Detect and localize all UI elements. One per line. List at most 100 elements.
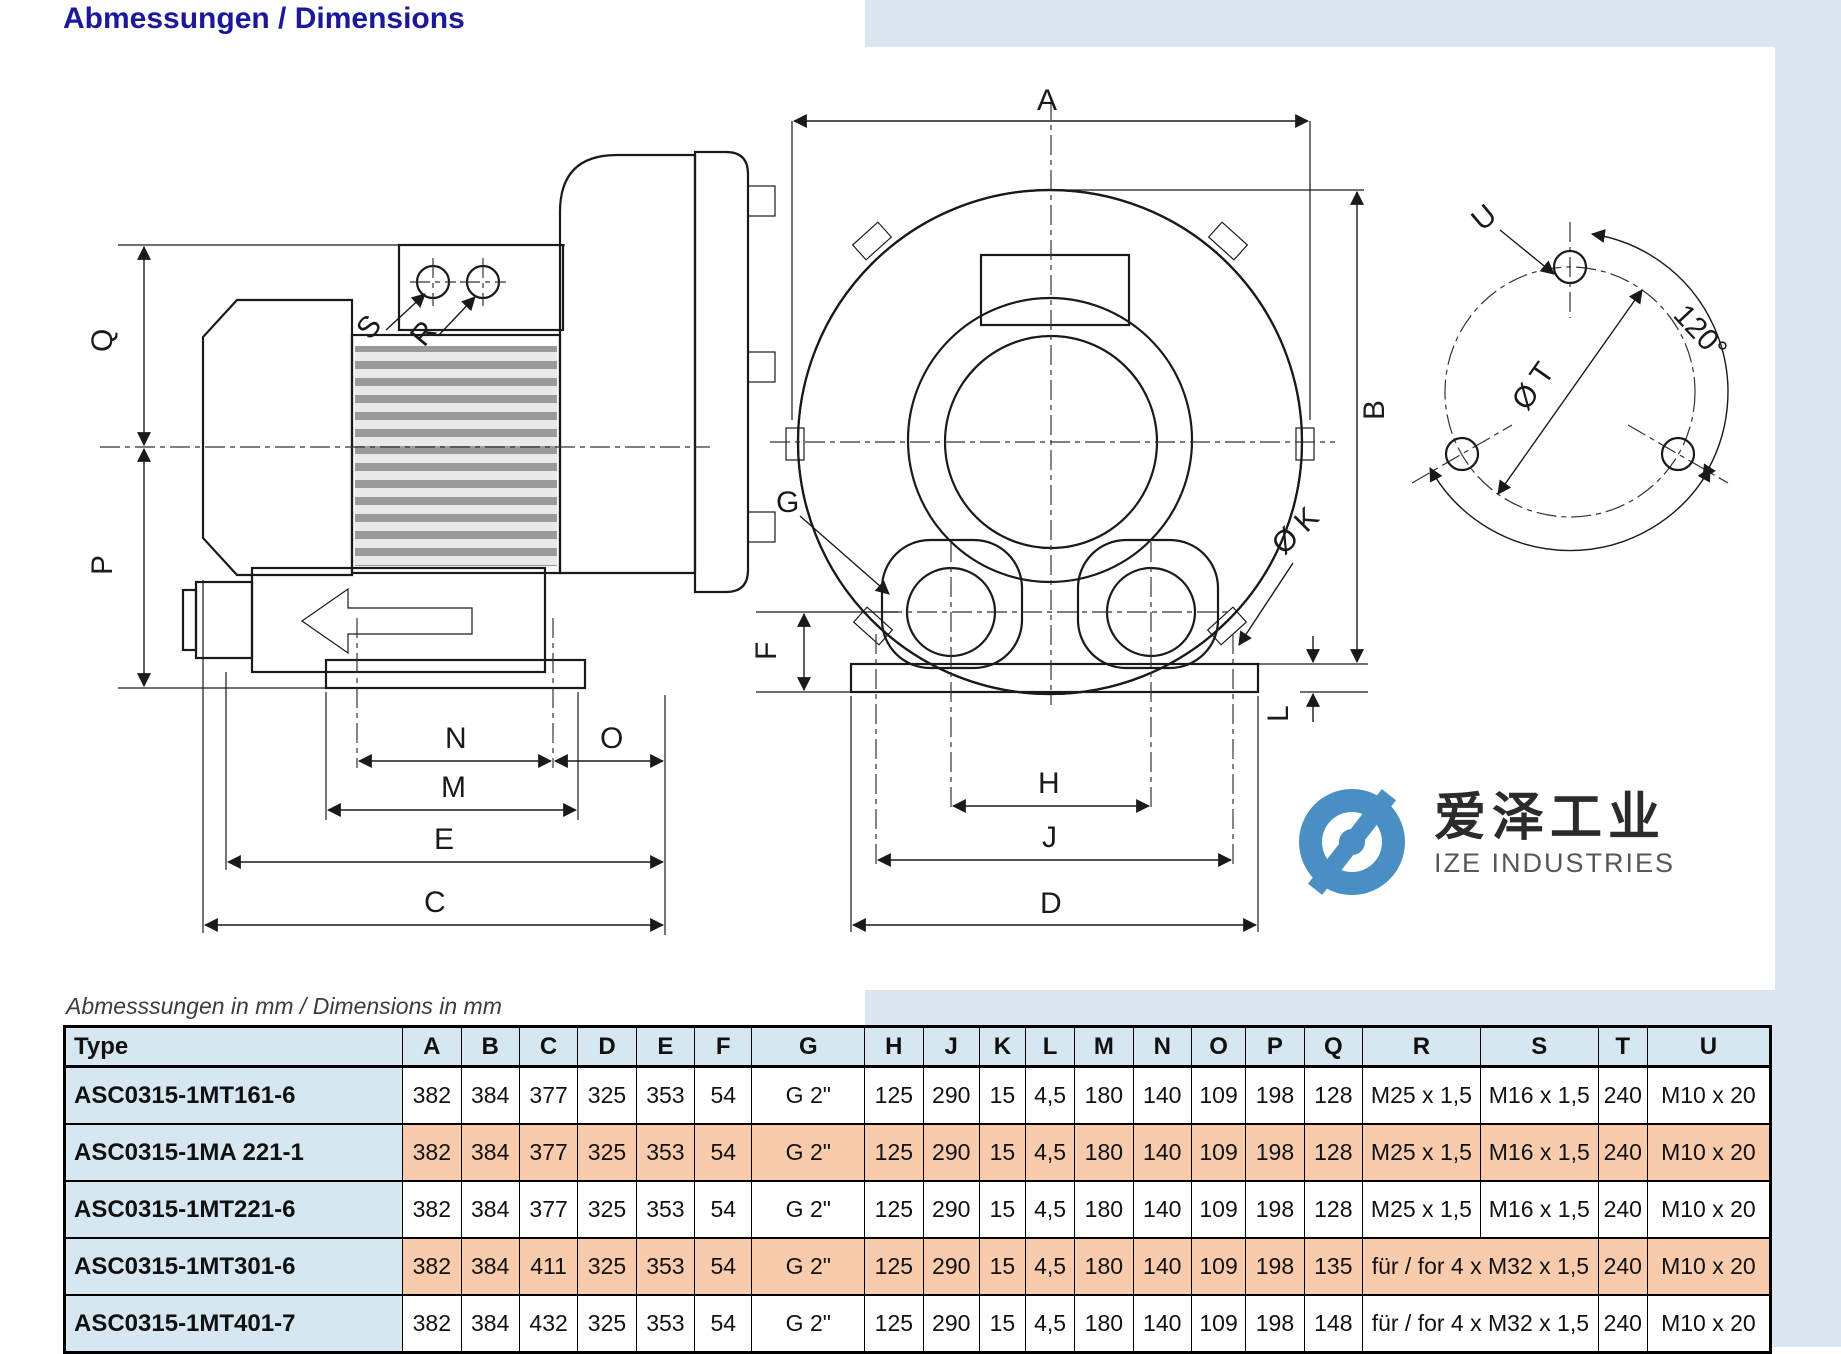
table-cell: 109 [1190,1237,1247,1296]
table-cell: 135 [1303,1237,1364,1296]
table-cell: 384 [460,1123,520,1182]
table-cell: 384 [460,1180,520,1239]
table-cell: 15 [978,1237,1026,1296]
table-cell: 140 [1132,1180,1192,1239]
table-cell: 125 [864,1123,924,1182]
column-header: A [402,1026,462,1067]
table-cell: 377 [518,1180,579,1239]
dim-label-e: E [434,823,454,856]
table-cell: 198 [1245,1123,1305,1182]
table-cell: 140 [1132,1294,1192,1353]
table-cell: 125 [864,1237,924,1296]
column-header: C [518,1026,579,1067]
dim-label-d: D [1040,887,1062,920]
table-cell: 180 [1074,1123,1134,1182]
table-cell: 325 [577,1123,637,1182]
column-header: M [1074,1026,1134,1067]
dim-label-a: A [1037,84,1057,117]
table-cell: 4,5 [1024,1237,1076,1296]
table-cell: 384 [460,1294,520,1353]
column-header: Q [1303,1026,1364,1067]
dim-label-n: N [445,722,467,755]
table-cell: 54 [694,1294,753,1353]
type-cell: ASC0315-1MA 221-1 [63,1123,404,1182]
table-cell: G 2" [751,1180,866,1239]
table-cell: 140 [1132,1123,1192,1182]
table-cell: 198 [1245,1180,1305,1239]
table-cell: 125 [864,1066,924,1125]
table-cell: 180 [1074,1237,1134,1296]
type-cell: ASC0315-1MT221-6 [63,1180,404,1239]
column-header: E [635,1026,696,1067]
table-cell: für / for 4 x M32 x 1,5 [1362,1294,1599,1353]
table-cell: 198 [1245,1066,1305,1125]
table-cell: für / for 4 x M32 x 1,5 [1362,1237,1599,1296]
table-cell: 240 [1597,1237,1648,1296]
table-cell: 290 [922,1294,980,1353]
logo-text-en: IZE INDUSTRIES [1434,848,1676,878]
table-caption: Abmesssungen in mm / Dimensions in mm [66,993,502,1019]
flow-arrow [300,587,473,655]
table-cell: 353 [635,1294,696,1353]
table-cell: 15 [978,1294,1026,1353]
table-cell: M10 x 20 [1646,1180,1772,1239]
table-cell: 325 [577,1066,637,1125]
table-cell: G 2" [751,1294,866,1353]
table-cell: 382 [402,1066,462,1125]
table-cell: 382 [402,1123,462,1182]
type-cell: ASC0315-1MT301-6 [63,1237,404,1296]
column-header: R [1362,1026,1481,1067]
table-cell: 125 [864,1180,924,1239]
dim-label-m: M [441,771,466,804]
company-logo: 爱泽工业 IZE INDUSTRIES [1296,786,1675,898]
table-cell: G 2" [751,1237,866,1296]
table-cell: 198 [1245,1294,1305,1353]
table-cell: 353 [635,1180,696,1239]
table-cell: 109 [1190,1066,1247,1125]
column-header: G [751,1026,866,1067]
table-cell: 180 [1074,1180,1134,1239]
side-view: S R Q P N O M E C [86,150,776,935]
table-cell: 325 [577,1180,637,1239]
column-header: U [1646,1026,1772,1067]
table-cell: 15 [978,1180,1026,1239]
dim-label-j: J [1042,821,1057,854]
table-cell: 290 [922,1237,980,1296]
column-header: F [694,1026,753,1067]
table-cell: M25 x 1,5 [1362,1066,1481,1125]
table-cell: 109 [1190,1123,1247,1182]
table-cell: 325 [577,1237,637,1296]
column-header: Type [63,1026,404,1067]
table-cell: 125 [864,1294,924,1353]
table-cell: 353 [635,1237,696,1296]
dim-label-p: P [86,555,119,575]
column-header: O [1190,1026,1247,1067]
dim-label-h: H [1038,767,1060,800]
table-cell: 15 [978,1066,1026,1125]
table-cell: 180 [1074,1294,1134,1353]
table-cell: 382 [402,1294,462,1353]
table-cell: 4,5 [1024,1123,1076,1182]
table-cell: G 2" [751,1066,866,1125]
table-cell: M25 x 1,5 [1362,1180,1481,1239]
column-header: B [460,1026,520,1067]
dim-label-g: G [776,486,799,519]
type-cell: ASC0315-1MT401-7 [63,1294,404,1353]
table-cell: 411 [518,1237,579,1296]
table-cell: 128 [1303,1180,1364,1239]
column-header: P [1245,1026,1305,1067]
drawing-panel [0,47,1775,990]
table-cell: 290 [922,1180,980,1239]
table-cell: 290 [922,1123,980,1182]
table-cell: 109 [1190,1294,1247,1353]
table-cell: M10 x 20 [1646,1066,1772,1125]
table-cell: 382 [402,1237,462,1296]
table-cell: 54 [694,1180,753,1239]
bolt-circle-view: Ø T 120° U [1411,198,1733,552]
column-header: N [1132,1026,1192,1067]
